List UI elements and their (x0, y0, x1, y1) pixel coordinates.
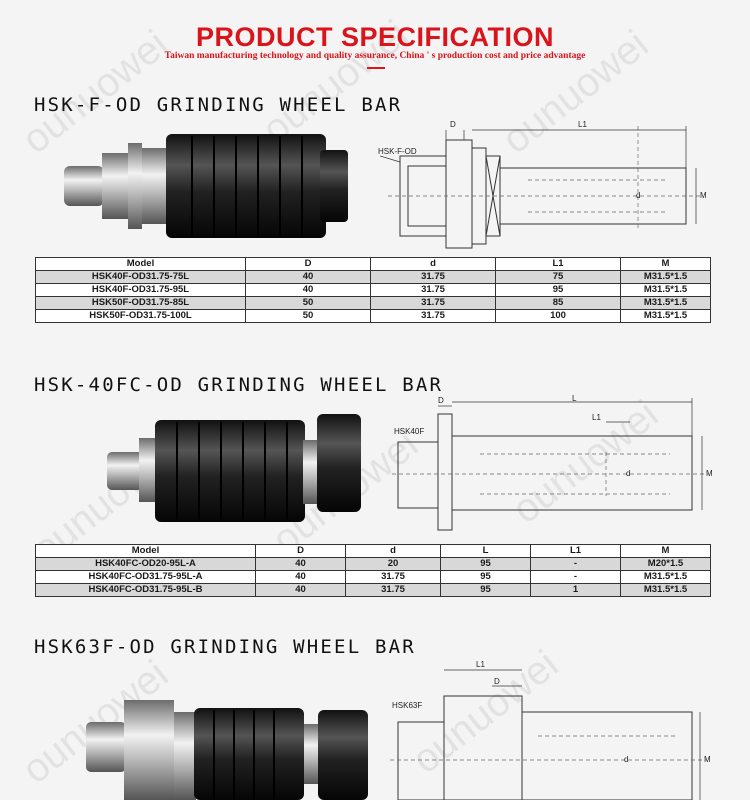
table-cell: 40 (255, 570, 346, 584)
shank-label: HSK-F-OD (378, 147, 417, 156)
technical-drawing-hsk-40fc-od: D L L1 HSK40F d M (392, 394, 713, 531)
section-title-hsk-40fc-od: HSK-40FC-OD GRINDING WHEEL BAR (34, 374, 444, 396)
table-cell: M20*1.5 (620, 557, 711, 571)
dim-label-m: M (704, 755, 711, 764)
section-title-hsk-f-od: HSK-F-OD GRINDING WHEEL BAR (34, 94, 403, 116)
product-photo-hsk63f-od (86, 700, 368, 800)
table-header-row: Model D d L L1 M (35, 544, 711, 558)
shank-label: HSK40F (394, 427, 424, 436)
table-row: HSK40F-OD31.75-95L 40 31.75 95 M31.5*1.5 (35, 283, 711, 297)
table-cell: 95 (495, 283, 621, 297)
table-header: Model (35, 544, 256, 558)
table-cell: - (530, 557, 621, 571)
title-underline (367, 67, 385, 69)
dim-label-d: D (494, 677, 500, 686)
dim-label-m: M (706, 469, 713, 478)
technical-drawing-hsk-f-od: D L1 HSK-F-OD d M (378, 120, 707, 249)
table-header: L1 (495, 257, 621, 271)
table-cell: HSK40FC-OD31.75-95L-A (35, 570, 256, 584)
table-cell: HSK40FC-OD31.75-95L-B (35, 583, 256, 597)
page-subtitle: Taiwan manufacturing technology and qual… (164, 51, 586, 61)
table-row: HSK40FC-OD31.75-95L-A 40 31.75 95 - M31.… (35, 570, 711, 584)
table-cell: HSK50F-OD31.75-100L (35, 309, 246, 323)
table-cell: - (530, 570, 621, 584)
table-row: HSK50F-OD31.75-100L 50 31.75 100 M31.5*1… (35, 309, 711, 323)
table-cell: M31.5*1.5 (620, 583, 711, 597)
shank-label: HSK63F (392, 701, 422, 710)
table-row: HSK40FC-OD20-95L-A 40 20 95 - M20*1.5 (35, 557, 711, 571)
dim-label-l1: L1 (592, 413, 601, 422)
table-header: L (440, 544, 531, 558)
table-header-row: Model D d L1 M (35, 257, 711, 271)
dim-label-small-d: d (636, 191, 640, 200)
dim-label-m: M (700, 191, 707, 200)
table-cell: 31.75 (370, 309, 496, 323)
technical-drawing-hsk63f-od: L1 D HSK63F d M (390, 660, 711, 800)
table-cell: 31.75 (345, 583, 441, 597)
table-cell: 20 (345, 557, 441, 571)
table-cell: HSK40F-OD31.75-75L (35, 270, 246, 284)
dim-label-small-d: d (624, 755, 628, 764)
table-cell: 31.75 (370, 270, 496, 284)
dim-label-l1: L1 (578, 120, 587, 129)
table-cell: 85 (495, 296, 621, 310)
table-cell: 1 (530, 583, 621, 597)
product-photo-hsk-40fc-od (107, 414, 361, 522)
table-cell: 40 (245, 270, 371, 284)
table-cell: M31.5*1.5 (620, 309, 711, 323)
page-title: PRODUCT SPECIFICATION (195, 22, 554, 52)
dim-label-d: D (438, 396, 444, 405)
table-row: HSK40FC-OD31.75-95L-B 40 31.75 95 1 M31.… (35, 583, 711, 597)
table-header: D (255, 544, 346, 558)
table-cell: 95 (440, 583, 531, 597)
table-cell: 31.75 (345, 570, 441, 584)
table-row: HSK50F-OD31.75-85L 50 31.75 85 M31.5*1.5 (35, 296, 711, 310)
table-header: d (345, 544, 441, 558)
table-cell: M31.5*1.5 (620, 270, 711, 284)
table-cell: HSK40FC-OD20-95L-A (35, 557, 256, 571)
table-header: D (245, 257, 371, 271)
table-header: L1 (530, 544, 621, 558)
table-cell: 95 (440, 557, 531, 571)
table-cell: HSK40F-OD31.75-95L (35, 283, 246, 297)
table-header: Model (35, 257, 246, 271)
table-cell: 40 (255, 557, 346, 571)
table-cell: 50 (245, 309, 371, 323)
table-cell: 40 (245, 283, 371, 297)
table-row: HSK40F-OD31.75-75L 40 31.75 75 M31.5*1.5 (35, 270, 711, 284)
table-header: M (620, 544, 711, 558)
table-cell: 100 (495, 309, 621, 323)
dim-label-d: D (450, 120, 456, 129)
dim-label-l: L (572, 394, 577, 403)
spec-table-hsk-f-od: Model D d L1 M HSK40F-OD31.75-75L 40 31.… (35, 257, 711, 323)
page-header: PRODUCT SPECIFICATION Taiwan manufacturi… (0, 0, 750, 72)
spec-table-hsk-40fc-od: Model D d L L1 M HSK40FC-OD20-95L-A 40 2… (35, 544, 711, 597)
section-title-hsk63f-od: HSK63F-OD GRINDING WHEEL BAR (34, 636, 416, 658)
table-cell: 31.75 (370, 283, 496, 297)
table-cell: 31.75 (370, 296, 496, 310)
dim-label-small-d: d (626, 469, 630, 478)
table-cell: M31.5*1.5 (620, 283, 711, 297)
table-cell: 75 (495, 270, 621, 284)
table-cell: 40 (255, 583, 346, 597)
table-cell: 95 (440, 570, 531, 584)
table-cell: 50 (245, 296, 371, 310)
table-cell: M31.5*1.5 (620, 570, 711, 584)
table-cell: HSK50F-OD31.75-85L (35, 296, 246, 310)
table-cell: M31.5*1.5 (620, 296, 711, 310)
table-header: M (620, 257, 711, 271)
table-header: d (370, 257, 496, 271)
product-photo-hsk-f-od (64, 134, 348, 238)
dim-label-l1: L1 (476, 660, 485, 669)
